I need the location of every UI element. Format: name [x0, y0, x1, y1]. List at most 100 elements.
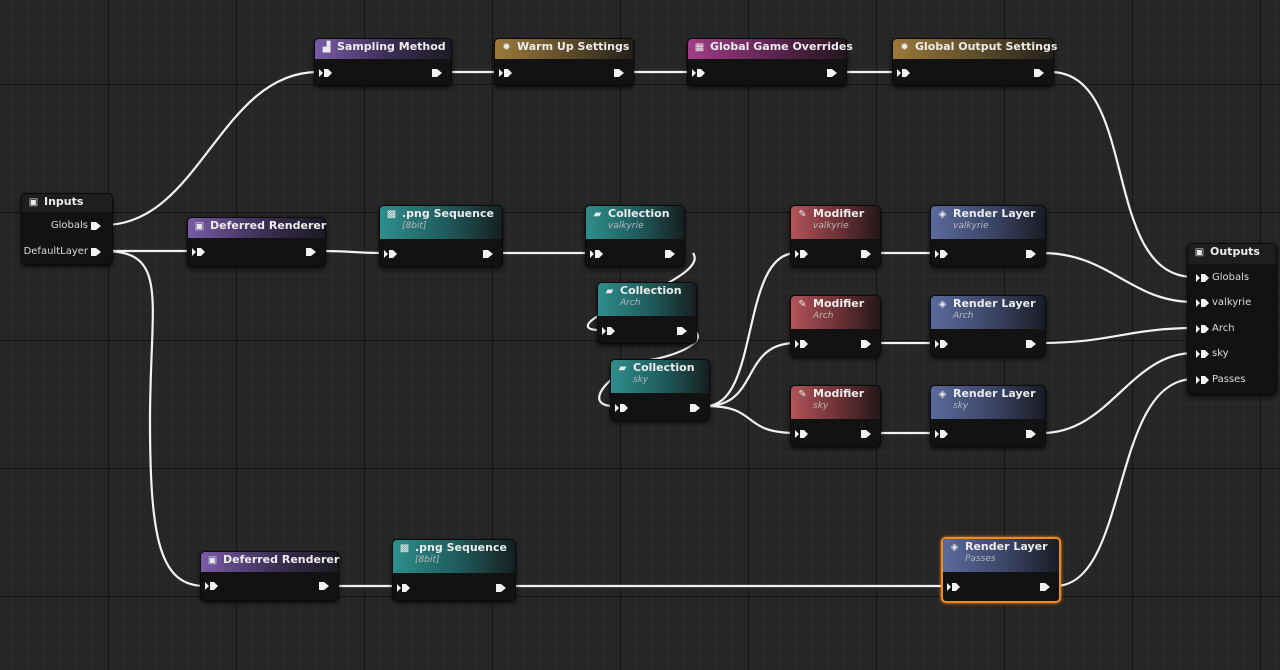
input-pin[interactable] — [897, 68, 911, 78]
image-icon: ▣ — [207, 555, 218, 566]
input-pin[interactable] — [795, 429, 809, 439]
input-pin[interactable] — [384, 249, 398, 259]
node-subtitle: Arch — [813, 311, 834, 321]
input-pin-sky[interactable] — [1196, 349, 1210, 359]
global-output-settings-node[interactable]: ✹ Global Output Settings — [892, 38, 1058, 86]
wire-output-globals — [1049, 70, 1195, 279]
pencil-icon: ✎ — [798, 299, 807, 310]
pin-label-globals: Globals — [1212, 272, 1250, 283]
output-pin[interactable] — [1039, 582, 1053, 592]
wire-render-valkyrie-output — [1041, 251, 1195, 304]
input-pin[interactable] — [615, 403, 629, 413]
collection-sky-node[interactable]: ▰ Collection sky — [610, 359, 710, 421]
output-pin[interactable] — [676, 326, 690, 336]
sampling-method-node[interactable]: ▟ Sampling Method — [314, 38, 452, 86]
outputs-node[interactable]: ▣ Outputs Globals valkyrie Arch sky Pass… — [1187, 243, 1277, 395]
render-layer-passes-node[interactable]: ◈ Render Layer Passes — [941, 537, 1061, 603]
input-pin[interactable] — [602, 326, 616, 336]
output-pin[interactable] — [613, 68, 627, 78]
checker-icon: ▩ — [399, 543, 410, 554]
game-overrides-icon: ▦ — [694, 42, 705, 53]
deferred-renderer-node[interactable]: ▣ Deferred Renderer — [187, 217, 326, 267]
output-pin-default-layer[interactable] — [90, 247, 104, 257]
checker-icon: ▩ — [386, 209, 397, 220]
node-title: Deferred Renderer — [223, 553, 340, 566]
node-title: Render Layer — [953, 207, 1036, 220]
input-pin[interactable] — [192, 247, 206, 257]
wire-sky-modifier-valkyrie — [705, 251, 797, 408]
global-game-overrides-node[interactable]: ▦ Global Game Overrides — [687, 38, 853, 86]
input-pin-globals[interactable] — [1196, 273, 1210, 283]
input-pin[interactable] — [499, 68, 513, 78]
input-pin-passes[interactable] — [1196, 375, 1210, 385]
node-title: Global Output Settings — [915, 40, 1058, 53]
output-pin[interactable] — [1033, 68, 1047, 78]
node-subtitle: sky — [953, 401, 969, 411]
wire-sky-modifier-sky — [705, 404, 797, 435]
collection-valkyrie-node[interactable]: ▰ Collection valkyrie — [585, 205, 685, 267]
layers-icon: ◈ — [950, 542, 959, 553]
node-title: Render Layer — [953, 297, 1036, 310]
render-layer-valkyrie-node[interactable]: ◈ Render Layer valkyrie — [930, 205, 1046, 267]
layers-icon: ◈ — [938, 299, 947, 310]
output-pin[interactable] — [689, 403, 703, 413]
output-pin[interactable] — [318, 581, 332, 591]
input-pin[interactable] — [935, 339, 949, 349]
output-pin[interactable] — [1025, 339, 1039, 349]
node-subtitle: [8bit] — [415, 555, 440, 565]
png-sequence-node[interactable]: ▩ .png Sequence [8bit] — [379, 205, 503, 267]
pin-label-sky: sky — [1212, 348, 1229, 359]
output-pin[interactable] — [664, 249, 678, 259]
collection-arch-node[interactable]: ▰ Collection Arch — [597, 282, 697, 344]
modifier-valkyrie-node[interactable]: ✎ Modifier valkyrie — [790, 205, 881, 267]
node-title: Global Game Overrides — [710, 40, 853, 53]
input-pin[interactable] — [590, 249, 604, 259]
warm-up-settings-node[interactable]: ✹ Warm Up Settings — [494, 38, 634, 86]
png-sequence-node[interactable]: ▩ .png Sequence [8bit] — [392, 539, 516, 601]
wire-render-passes-output — [1054, 377, 1195, 588]
output-pin-globals[interactable] — [90, 221, 104, 231]
modifier-arch-node[interactable]: ✎ Modifier Arch — [790, 295, 881, 357]
output-pin[interactable] — [860, 429, 874, 439]
output-pin[interactable] — [1025, 249, 1039, 259]
input-pin[interactable] — [692, 68, 706, 78]
modifier-sky-node[interactable]: ✎ Modifier sky — [790, 385, 881, 447]
pin-label-valkyrie: valkyrie — [1212, 297, 1252, 308]
folder-plus-icon: ▰ — [605, 286, 614, 297]
input-pin[interactable] — [205, 581, 219, 591]
output-pin[interactable] — [860, 249, 874, 259]
input-pin[interactable] — [319, 68, 333, 78]
render-layer-sky-node[interactable]: ◈ Render Layer sky — [930, 385, 1046, 447]
node-title: Modifier — [813, 387, 865, 400]
pencil-icon: ✎ — [798, 209, 807, 220]
render-layer-arch-node[interactable]: ◈ Render Layer Arch — [930, 295, 1046, 357]
input-pin[interactable] — [935, 249, 949, 259]
input-pin-valkyrie[interactable] — [1196, 298, 1210, 308]
wire-globals-sampling — [103, 70, 319, 227]
input-pin[interactable] — [795, 339, 809, 349]
gear-icon: ✹ — [502, 42, 511, 53]
node-title: Modifier — [813, 207, 865, 220]
folder-plus-icon: ▰ — [593, 209, 602, 220]
output-pin[interactable] — [826, 68, 840, 78]
input-pin-arch[interactable] — [1196, 324, 1210, 334]
output-pin[interactable] — [305, 247, 319, 257]
input-pin[interactable] — [397, 583, 411, 593]
output-pin[interactable] — [860, 339, 874, 349]
output-pin[interactable] — [1025, 429, 1039, 439]
deferred-renderer-node[interactable]: ▣ Deferred Renderer — [200, 551, 339, 601]
node-title: Collection — [608, 207, 670, 220]
node-subtitle: [8bit] — [402, 221, 427, 231]
input-pin[interactable] — [935, 429, 949, 439]
output-pin[interactable] — [482, 249, 496, 259]
output-pin[interactable] — [495, 583, 509, 593]
inputs-node[interactable]: ▣ Inputs Globals DefaultLayer — [21, 193, 113, 265]
input-pin[interactable] — [795, 249, 809, 259]
node-title: Render Layer — [965, 540, 1048, 553]
node-title: Deferred Renderer — [210, 219, 327, 232]
wire-render-sky-output — [1041, 351, 1195, 435]
node-title: Modifier — [813, 297, 865, 310]
node-subtitle: valkyrie — [813, 221, 849, 231]
output-pin[interactable] — [431, 68, 445, 78]
input-pin[interactable] — [947, 582, 961, 592]
